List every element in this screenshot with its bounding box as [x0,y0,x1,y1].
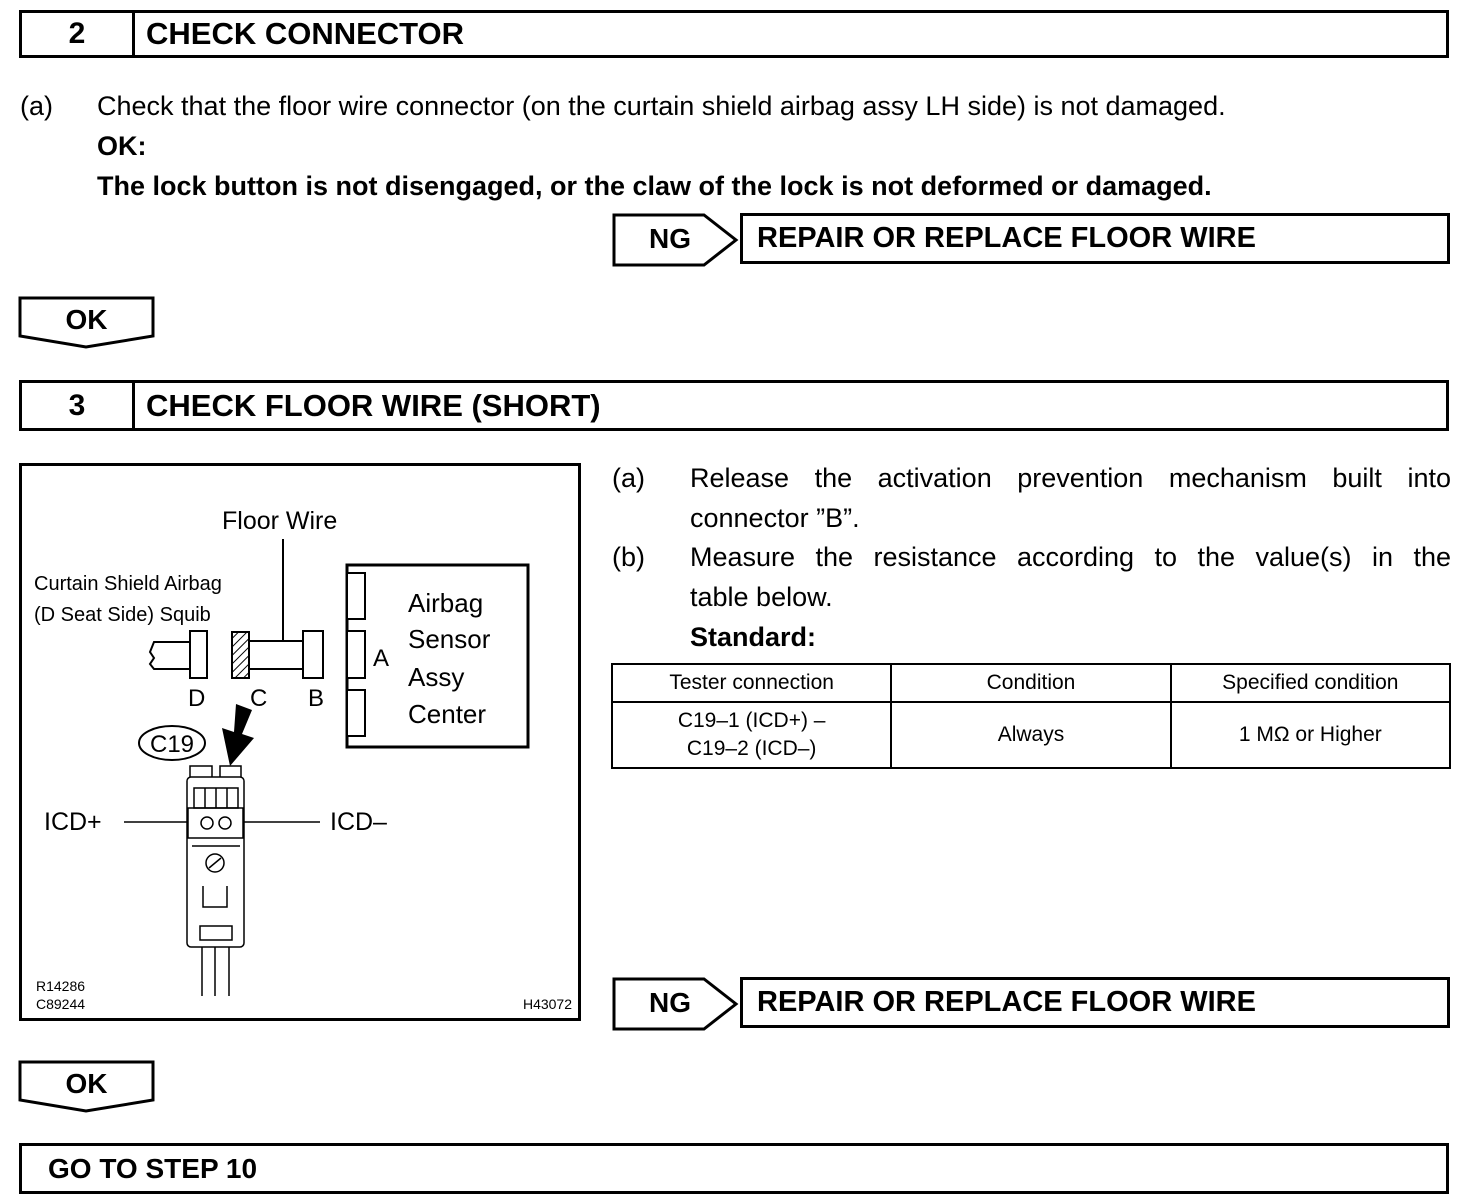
connection-line: C19–2 (ICD–) [686,737,817,760]
ok-criteria-label: OK: [97,131,147,161]
squib-label: (D Seat Side) Squib [34,604,211,626]
connector-diagram: Floor Wire Curtain Shield Airbag (D Seat… [19,463,581,1021]
standard-label: Standard: [690,622,817,652]
figure-reference: C89244 [36,996,85,1012]
icd-minus-label: ICD– [330,808,387,836]
ok-criteria-text: The lock button is not disengaged, or th… [97,171,1212,201]
item-marker: (b) [612,542,645,572]
airbag-sensor-box [345,563,530,749]
column-header: Tester connection [610,663,893,703]
ng-label: NG [649,222,691,254]
figure-reference: R14286 [36,978,85,994]
step-number: 2 [22,13,135,55]
ok-arrow-shape [18,296,155,349]
goto-step-box: GO TO STEP 10 [19,1143,1449,1194]
label-b: B [308,685,324,712]
diagram-svg: Floor Wire Curtain Shield Airbag (D Seat… [34,507,572,1012]
ok-arrow-shape [18,1060,155,1113]
ok-arrow-label: OK [65,1068,108,1099]
tester-connection-cell: C19–1 (ICD+) – C19–2 (ICD–) [610,701,893,769]
pointer-arrow-icon [222,704,254,766]
instruction-text: table below. [690,582,833,612]
floor-wire-label: Floor Wire [222,507,337,535]
step-title: CHECK CONNECTOR [146,16,465,51]
label-c: C [250,685,267,712]
sensor-pin [346,630,366,679]
specified-condition-cell: 1 MΩ or Higher [1169,701,1452,769]
step-3-header: 3 CHECK FLOOR WIRE (SHORT) [19,380,1449,431]
column-header: Condition [890,663,1172,703]
table-row: C19–1 (ICD+) – C19–2 (ICD–) Always 1 MΩ … [610,701,1452,769]
step-title: CHECK FLOOR WIRE (SHORT) [146,387,601,423]
connector-b [302,630,324,679]
spec-table: Tester connection Condition Specified co… [610,663,1452,769]
item-marker: (a) [20,91,53,121]
item-marker: (a) [612,463,645,493]
sensor-label: Assy [408,662,464,692]
connector-id-label: C19 [150,731,194,758]
ng-label: NG [649,986,691,1018]
c19-connector-drawing [186,765,245,996]
sensor-label: Airbag [408,588,483,618]
squib-plug [148,641,190,670]
connector-c [231,631,250,679]
step-2-header: 2 CHECK CONNECTOR [19,10,1449,58]
sensor-label: Sensor [408,624,491,654]
ng-action-box: REPAIR OR REPLACE FLOOR WIRE [740,213,1450,264]
sensor-label: Center [408,699,486,729]
ng-action-box: REPAIR OR REPLACE FLOOR WIRE [740,977,1450,1028]
sensor-pin [346,572,366,620]
ok-arrow-label: OK [65,304,108,335]
step-number: 3 [22,383,135,428]
sensor-pin [346,689,366,737]
icd-plus-label: ICD+ [44,808,102,836]
figure-reference: H43072 [523,996,572,1012]
table-header-row: Tester connection Condition Specified co… [610,663,1452,703]
instruction-text: Measure the resistance according to the … [690,542,1451,572]
connector-d [189,630,208,679]
label-d: D [188,685,205,712]
condition-cell: Always [890,701,1172,769]
instruction-text: Check that the floor wire connector (on … [97,91,1226,121]
column-header: Specified condition [1169,663,1452,703]
connector-id-ellipse [138,725,206,761]
label-a: A [373,645,389,672]
floor-wire-body [248,640,304,670]
instruction-text: connector ”B”. [690,503,860,533]
ng-arrow-shape [612,977,739,1031]
connection-line: C19–1 (ICD+) – [677,709,826,732]
ng-arrow-shape [612,213,739,267]
squib-label: Curtain Shield Airbag [34,573,222,595]
instruction-text: Release the activation prevention mechan… [690,463,1451,493]
